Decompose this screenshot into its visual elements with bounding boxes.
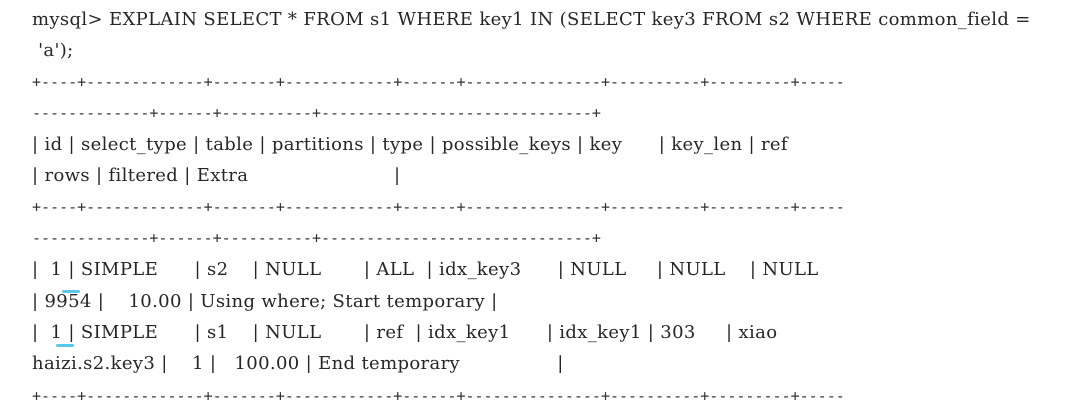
table-row-2-line-2: haizi.s2.key3 | 1 | 100.00 | End tempora… xyxy=(32,353,564,374)
table-border-top-1: +----+-------------+-------+------------… xyxy=(32,73,845,91)
table-row-1-line-2: | 9954 | 10.00 | Using where; Start temp… xyxy=(32,291,498,312)
table-header-line-1: | id | select_type | table | partitions … xyxy=(32,134,788,155)
table-border-mid-2: -------------+------+----------+--------… xyxy=(32,229,601,247)
table-row-1-line-1: | 1 | SIMPLE | s2 | NULL | ALL | idx_key… xyxy=(32,259,819,280)
query-line-1: mysql> EXPLAIN SELECT * FROM s1 WHERE ke… xyxy=(32,9,1031,30)
table-border-mid-1: +----+-------------+-------+------------… xyxy=(32,198,845,216)
table-border-bottom: +----+-------------+-------+------------… xyxy=(32,387,845,405)
table-row-2-line-1: | 1 | SIMPLE | s1 | NULL | ref | idx_key… xyxy=(32,322,778,343)
table-border-top-2: -------------+------+----------+--------… xyxy=(32,104,601,122)
id-highlight-mark xyxy=(56,344,74,347)
table-header-line-2: | rows | filtered | Extra | xyxy=(32,165,401,186)
query-line-2: 'a'); xyxy=(32,40,74,61)
id-highlight-mark xyxy=(62,290,80,293)
